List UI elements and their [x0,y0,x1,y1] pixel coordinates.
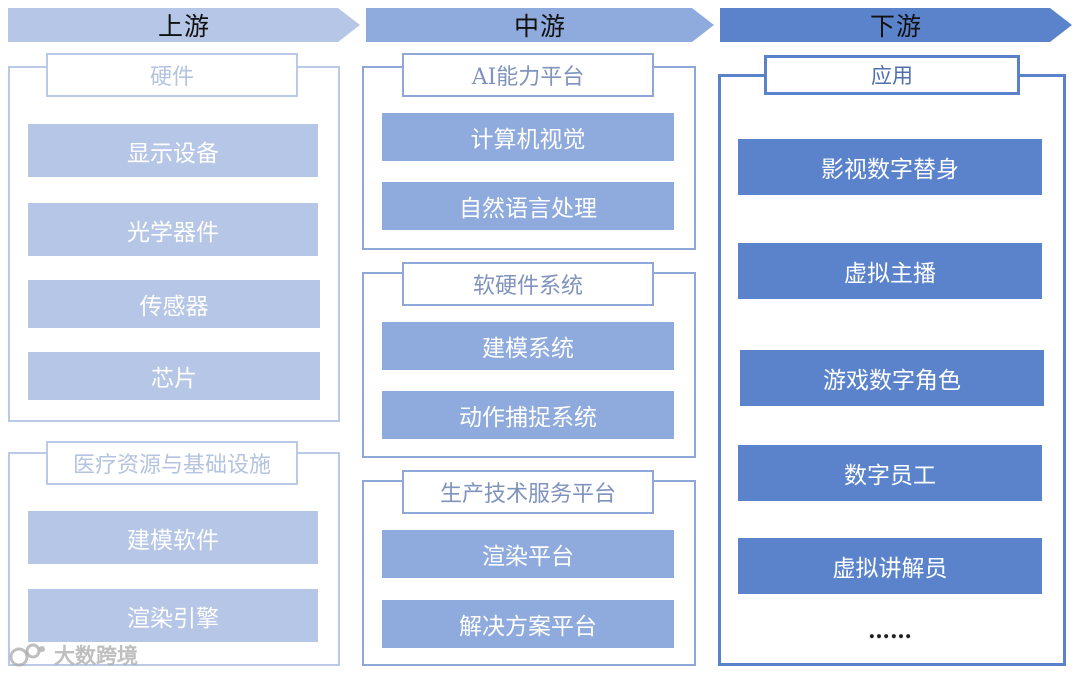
midstream-header: 中游 [366,8,714,42]
hw-sw-system-group-title: 软硬件系统 [402,262,654,306]
ai-item-nlp: 自然语言处理 [382,182,674,230]
application-group-title: 应用 [764,55,1020,95]
hardware-item-display: 显示设备 [28,124,318,177]
downstream-header: 下游 [720,8,1072,42]
hardware-item-sensor: 传感器 [28,280,320,328]
medical-infra-group-title: 医疗资源与基础设施 [46,441,298,485]
application-more-ellipsis: …… [868,618,912,644]
system-item-motion-capture: 动作捕捉系统 [382,391,674,439]
medical-item-modeling-software: 建模软件 [28,511,318,564]
system-item-modeling: 建模系统 [382,322,674,370]
watermark-logo-icon [9,643,45,667]
application-item-game-character: 游戏数字角色 [740,350,1044,406]
production-item-solution-platform: 解决方案平台 [382,600,674,648]
production-item-render-platform: 渲染平台 [382,530,674,578]
application-item-virtual-anchor: 虚拟主播 [738,243,1042,299]
watermark-text: 大数跨境 [54,644,138,668]
application-item-virtual-guide: 虚拟讲解员 [738,538,1042,594]
ai-platform-group-title: AI能力平台 [402,53,654,97]
hardware-group-title: 硬件 [46,53,298,97]
application-item-digital-employee: 数字员工 [738,445,1042,501]
watermark: 大数跨境 [8,638,138,672]
hardware-item-chip: 芯片 [28,352,320,400]
hardware-item-optics: 光学器件 [28,203,318,256]
production-platform-group-title: 生产技术服务平台 [402,470,654,514]
application-item-film-digital-double: 影视数字替身 [738,139,1042,195]
upstream-header: 上游 [8,8,360,42]
medical-item-render-engine: 渲染引擎 [28,589,318,642]
ai-item-computer-vision: 计算机视觉 [382,113,674,161]
